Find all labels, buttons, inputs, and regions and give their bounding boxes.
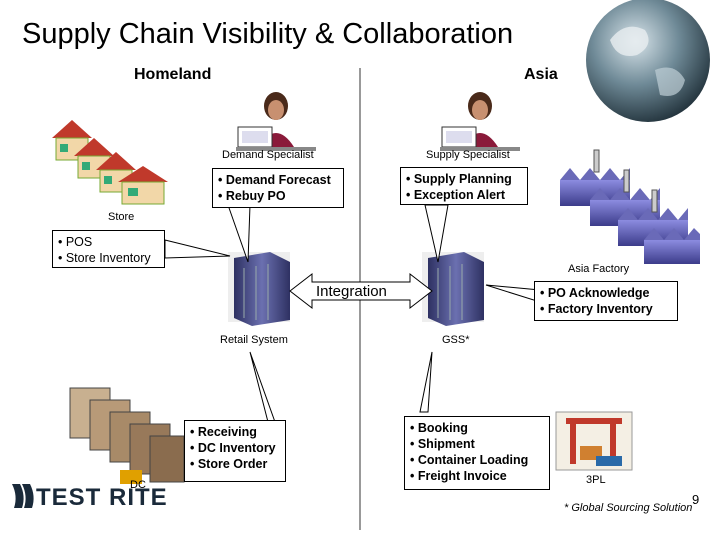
dc-callout-pointer [249, 351, 276, 423]
demand-item: • Demand Forecast [218, 173, 331, 187]
tpl-item: • Booking [410, 421, 468, 435]
supply-specialist-icon [440, 92, 520, 151]
store-icon [52, 120, 168, 205]
dc-item: • Receiving [190, 425, 257, 439]
tpl-item: • Freight Invoice [410, 469, 507, 483]
dc-label: DC [130, 479, 146, 491]
store-label: Store [108, 211, 135, 223]
region-asia: Asia [524, 66, 558, 83]
asia-factory-box: • PO Acknowledge • Factory Inventory [534, 281, 678, 321]
dc-item: • DC Inventory [190, 441, 276, 455]
factory-item: • PO Acknowledge [540, 286, 650, 300]
dc-warehouse-icon [69, 387, 185, 484]
asia-callout-pointer [485, 284, 541, 303]
store-box: • POS • Store Inventory [52, 230, 165, 268]
store-item: • POS [58, 235, 93, 249]
integration-label: Integration [316, 283, 387, 300]
globe-icon [586, 0, 710, 122]
tpl-label: 3PL [586, 474, 606, 486]
page-number: 9 [692, 492, 700, 507]
tpl-item: • Shipment [410, 437, 475, 451]
test-rite-logo-icon [12, 484, 34, 508]
asia-factory-label: Asia Factory [568, 263, 630, 275]
tpl-callout-pointer [419, 351, 433, 413]
page-title: Supply Chain Visibility & Collaboration [22, 18, 514, 50]
retail-server-icon [228, 252, 290, 326]
dc-box: • Receiving • DC Inventory • Store Order [184, 420, 286, 482]
store-callout-pointer [164, 239, 231, 259]
region-homeland: Homeland [134, 66, 212, 83]
crane-icon [555, 411, 633, 471]
supply-specialist-label: Supply Specialist [426, 149, 510, 161]
integration-arrow [289, 272, 433, 310]
supply-box: • Supply Planning • Exception Alert [400, 167, 528, 205]
dc-item: • Store Order [190, 457, 268, 471]
supply-item: • Supply Planning [406, 172, 512, 186]
supply-item: • Exception Alert [406, 188, 506, 202]
factory-icon [560, 149, 700, 264]
gss-server-icon [422, 252, 484, 326]
retail-system-label: Retail System [220, 334, 288, 346]
tpl-box: • Booking • Shipment • Container Loading… [404, 416, 550, 490]
demand-box: • Demand Forecast • Rebuy PO [212, 168, 344, 208]
factory-item: • Factory Inventory [540, 302, 653, 316]
gss-label: GSS* [442, 334, 470, 346]
demand-item: • Rebuy PO [218, 189, 286, 203]
store-item: • Store Inventory [58, 251, 151, 265]
supply-callout-pointer [424, 204, 449, 263]
tpl-item: • Container Loading [410, 453, 529, 467]
demand-specialist-icon [236, 92, 316, 151]
test-rite-logo: TEST RITE [36, 484, 168, 511]
demand-specialist-label: Demand Specialist [222, 149, 314, 161]
footnote: * Global Sourcing Solution [564, 502, 693, 514]
